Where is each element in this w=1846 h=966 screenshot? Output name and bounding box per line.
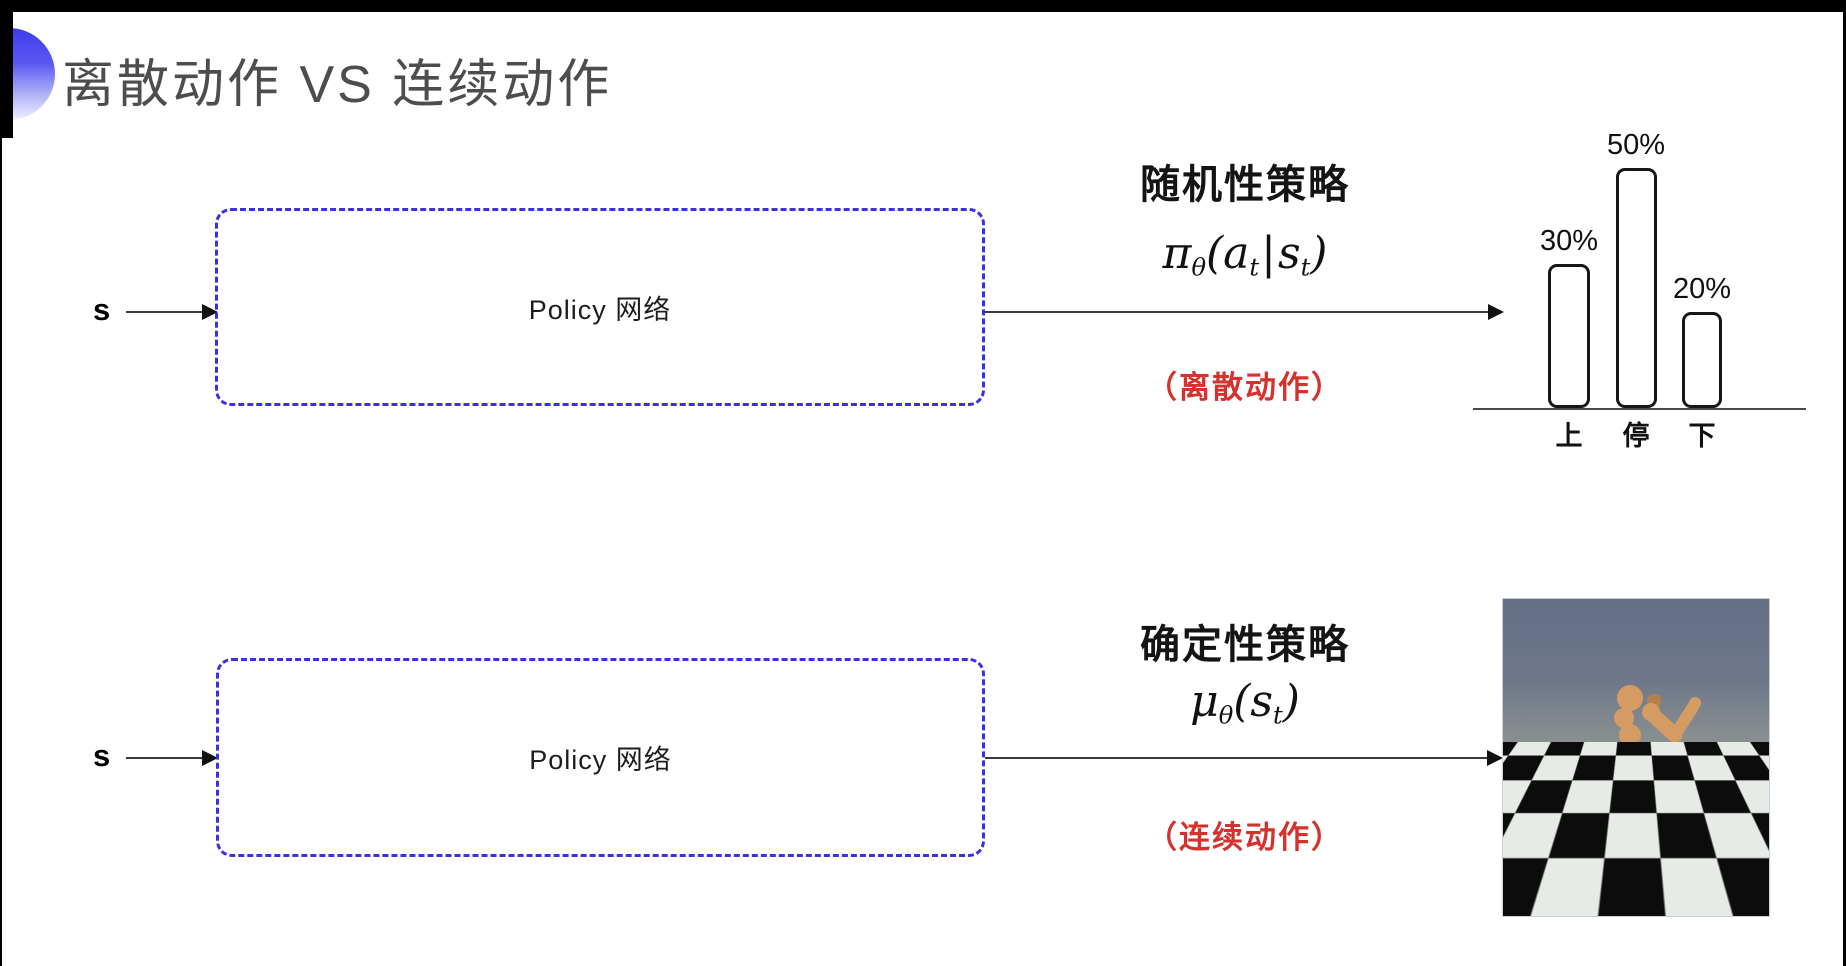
bottom-policy-network-label: Policy 网络 bbox=[529, 745, 672, 775]
bar-category-label: 停 bbox=[1622, 421, 1650, 451]
chart-category-row: 上 停 下 bbox=[1470, 414, 1806, 454]
formula-arg2: s bbox=[1277, 228, 1301, 279]
discrete-action-label: （离散动作） bbox=[1146, 370, 1344, 405]
chart-baseline bbox=[1473, 408, 1806, 410]
bar-value-label: 30% bbox=[1539, 225, 1599, 257]
arrow-head-icon bbox=[1487, 750, 1503, 766]
top-state-input-label: s bbox=[93, 292, 111, 327]
top-input-arrow bbox=[126, 304, 218, 320]
deterministic-policy-formula: μθ(st) bbox=[1060, 676, 1430, 727]
formula-conditional-bar: | bbox=[1261, 228, 1276, 279]
arrow-head-icon bbox=[202, 750, 218, 766]
top-policy-network-label: Policy 网络 bbox=[528, 294, 672, 325]
bar-value-label: 50% bbox=[1606, 129, 1666, 161]
formula-arg2: s bbox=[1250, 676, 1274, 727]
formula-symbol: μ bbox=[1190, 676, 1219, 727]
formula-arg2-subscript: t bbox=[1300, 253, 1311, 282]
continuous-action-label: （连续动作） bbox=[1146, 820, 1344, 855]
stochastic-policy-formula: πθ(at|st) bbox=[1060, 228, 1430, 279]
formula-arg2-subscript: t bbox=[1273, 701, 1283, 730]
bar-category-label: 下 bbox=[1688, 421, 1716, 451]
formula-symbol-subscript: θ bbox=[1218, 701, 1234, 730]
humanoid-figure bbox=[1583, 685, 1701, 876]
probability-bar bbox=[1548, 264, 1590, 408]
bottom-input-arrow bbox=[126, 750, 218, 766]
top-policy-network-box: Policy 网络 bbox=[215, 208, 985, 406]
bar-category-label: 上 bbox=[1555, 421, 1583, 451]
formula-symbol-subscript: θ bbox=[1191, 253, 1206, 282]
arrow-head-icon bbox=[1488, 304, 1504, 320]
top-policy-name-wrap: 随机性策略 bbox=[1060, 152, 1430, 210]
bottom-policy-name-wrap: 确定性策略 bbox=[1060, 612, 1430, 670]
stochastic-policy-title: 随机性策略 bbox=[1140, 163, 1350, 207]
formula-symbol: π bbox=[1162, 228, 1192, 279]
formula-arg1: a bbox=[1223, 228, 1250, 279]
probability-bar bbox=[1682, 312, 1722, 408]
bottom-state-input-label: s bbox=[93, 738, 111, 773]
page-title: 离散动作 VS 连续动作 bbox=[62, 56, 613, 114]
video-frame-top-edge bbox=[0, 0, 1846, 12]
bottom-policy-network-box: Policy 网络 bbox=[216, 658, 985, 857]
bar-column: 20% bbox=[1667, 273, 1737, 408]
formula-close-paren: ) bbox=[1282, 676, 1300, 727]
bar-column: 50% bbox=[1601, 129, 1671, 408]
sim-sky bbox=[1503, 599, 1769, 745]
top-action-type-wrap: （离散动作） bbox=[1060, 362, 1430, 407]
humanoid-simulation-image bbox=[1502, 598, 1770, 917]
arrow-head-icon bbox=[202, 304, 218, 320]
probability-bar bbox=[1615, 168, 1657, 408]
formula-close-paren: ) bbox=[1310, 228, 1328, 279]
formula-open-paren: ( bbox=[1233, 676, 1251, 727]
video-frame-left-line bbox=[0, 0, 2, 966]
bottom-action-type-wrap: （连续动作） bbox=[1060, 812, 1430, 857]
bottom-output-arrow bbox=[985, 750, 1503, 766]
bar-column: 30% bbox=[1534, 225, 1604, 408]
formula-arg1-subscript: t bbox=[1249, 253, 1260, 282]
deterministic-policy-title: 确定性策略 bbox=[1140, 623, 1350, 667]
video-frame-left-edge bbox=[0, 0, 13, 138]
video-frame-right-line bbox=[1843, 0, 1846, 966]
formula-open-paren: ( bbox=[1206, 228, 1224, 279]
top-output-arrow bbox=[985, 304, 1504, 320]
bar-value-label: 20% bbox=[1672, 273, 1732, 305]
action-probability-chart: 30% 50% 20% bbox=[1470, 100, 1806, 410]
